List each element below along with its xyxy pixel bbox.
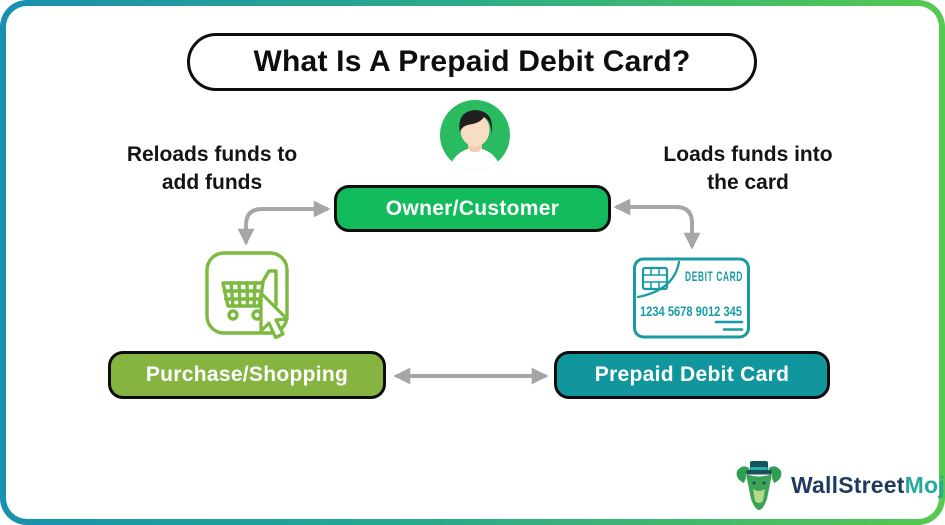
annotation-load-funds: Loads funds into the card <box>643 141 853 197</box>
annotation-line: add funds <box>161 171 263 194</box>
debit-card-icon: DEBIT CARD 1234 5678 9012 345 <box>633 257 750 339</box>
debit-card-label: DEBIT CARD <box>685 268 743 284</box>
node-prepaid-debit-card: Prepaid Debit Card <box>554 351 830 399</box>
arrow-owner-cart <box>237 200 331 246</box>
annotation-reload-funds: Reloads funds to add funds <box>107 141 317 197</box>
node-label: Prepaid Debit Card <box>594 363 790 386</box>
annotation-line: the card <box>707 171 789 194</box>
owner-avatar-icon <box>440 100 510 170</box>
node-purchase-shopping: Purchase/Shopping <box>108 351 386 399</box>
annotation-line: Loads funds into <box>663 143 833 166</box>
shopping-cart-cursor-icon <box>205 251 289 340</box>
logo-wordmark: WallStreetMojo <box>791 472 945 499</box>
node-label: Purchase/Shopping <box>145 363 349 386</box>
title-pill: What Is A Prepaid Debit Card? <box>187 33 757 91</box>
page-title: What Is A Prepaid Debit Card? <box>253 45 691 78</box>
node-owner-customer: Owner/Customer <box>334 185 611 232</box>
wallstreetmojo-logo: WallStreetMojo <box>733 459 945 511</box>
diagram-canvas <box>6 6 939 519</box>
node-label: Owner/Customer <box>385 196 560 220</box>
annotation-line: Reloads funds to <box>126 143 298 166</box>
logo-text-wallstreet: WallStreet <box>791 471 905 498</box>
bull-mascot-icon <box>736 461 782 510</box>
logo-text-mojo: Mojo <box>904 471 945 498</box>
arrow-owner-card <box>613 198 701 250</box>
debit-card-number: 1234 5678 9012 345 <box>640 303 742 319</box>
